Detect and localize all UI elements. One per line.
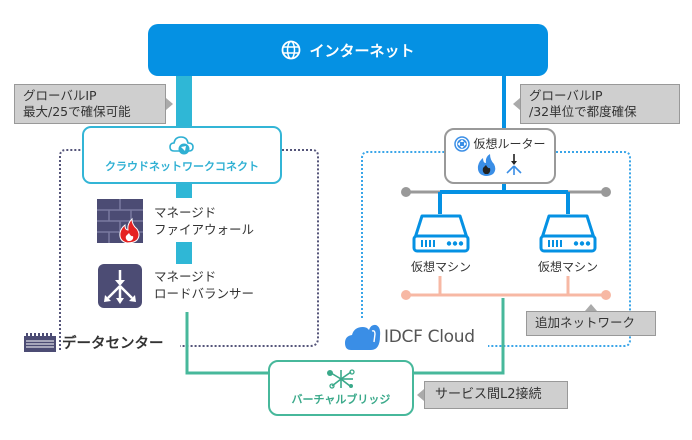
callout-line: /32単位で都度確保 <box>529 104 637 119</box>
datacenter-uplink <box>176 76 192 128</box>
internet-label: インターネット <box>309 41 415 60</box>
datacenter-icon <box>24 333 56 352</box>
bridge-link-datacenter <box>185 312 268 375</box>
callout-l2-connection: サービス間L2接続 <box>424 381 568 409</box>
globe-icon <box>282 40 301 60</box>
label-line: マネージド <box>154 205 217 220</box>
firewall-icon <box>97 199 143 243</box>
router-network-end-left <box>401 187 411 197</box>
idcf-cloud-label: IDCF Cloud <box>384 327 475 347</box>
firewall-to-lb-link <box>176 242 192 264</box>
label-line: ロードバランサー <box>154 286 255 301</box>
vm-label: 仮想マシン <box>410 260 471 274</box>
internet-bar: インターネット <box>148 24 548 76</box>
label-line: マネージド <box>154 269 217 284</box>
firewall-icon <box>477 154 496 176</box>
cloud-network-connect: クラウドネットワークコネクト <box>82 126 282 184</box>
callout-arrow <box>417 389 424 401</box>
virtual-router: 仮想ルーター <box>444 128 556 184</box>
callout-arrow <box>585 304 597 311</box>
callout-additional-network: 追加ネットワーク <box>526 311 656 336</box>
virtual-bridge: バーチャルブリッジ <box>268 360 414 416</box>
callout-arrow <box>513 98 520 110</box>
callout-line: 最大/25で確保可能 <box>23 104 131 119</box>
load-balancer-label: マネージド ロードバランサー <box>154 268 254 302</box>
bridge-label: バーチャルブリッジ <box>291 393 391 406</box>
callout-arrow <box>166 98 173 110</box>
callout-global-ip-cloud: グローバルIP /32単位で都度確保 <box>520 84 680 124</box>
router-label: 仮想ルーター <box>473 137 546 151</box>
cloud-globe-icon <box>169 136 194 155</box>
idcf-cloud-icon <box>345 324 381 350</box>
bridge-icon <box>327 369 355 389</box>
vm-to-additional-network <box>438 276 570 295</box>
cnc-to-firewall-link <box>176 184 192 198</box>
additional-network-end-right <box>601 290 611 300</box>
router-icon <box>454 135 471 152</box>
load-balancer-icon <box>98 264 142 308</box>
vm-label: 仮想マシン <box>537 260 598 274</box>
firewall-label: マネージド ファイアウォール <box>154 204 254 238</box>
router-network-end-right <box>601 187 611 197</box>
vm-icon <box>539 214 597 253</box>
cloud-uplink <box>502 76 506 128</box>
cnc-label: クラウドネットワークコネクト <box>105 160 259 173</box>
label-line: ファイアウォール <box>154 222 255 237</box>
vm-icon <box>412 214 470 253</box>
datacenter-boundary <box>59 149 319 350</box>
bridge-link-cloud <box>414 298 505 375</box>
callout-line: グローバルIP <box>23 88 97 103</box>
load-balancer-icon <box>506 154 522 175</box>
callout-line: グローバルIP <box>529 88 603 103</box>
additional-network-end-left <box>401 290 411 300</box>
datacenter-label: データセンター <box>62 336 164 352</box>
callout-global-ip-datacenter: グローバルIP 最大/25で確保可能 <box>14 84 166 124</box>
cloud-boundary <box>361 151 631 347</box>
router-to-vm-links <box>438 184 570 214</box>
